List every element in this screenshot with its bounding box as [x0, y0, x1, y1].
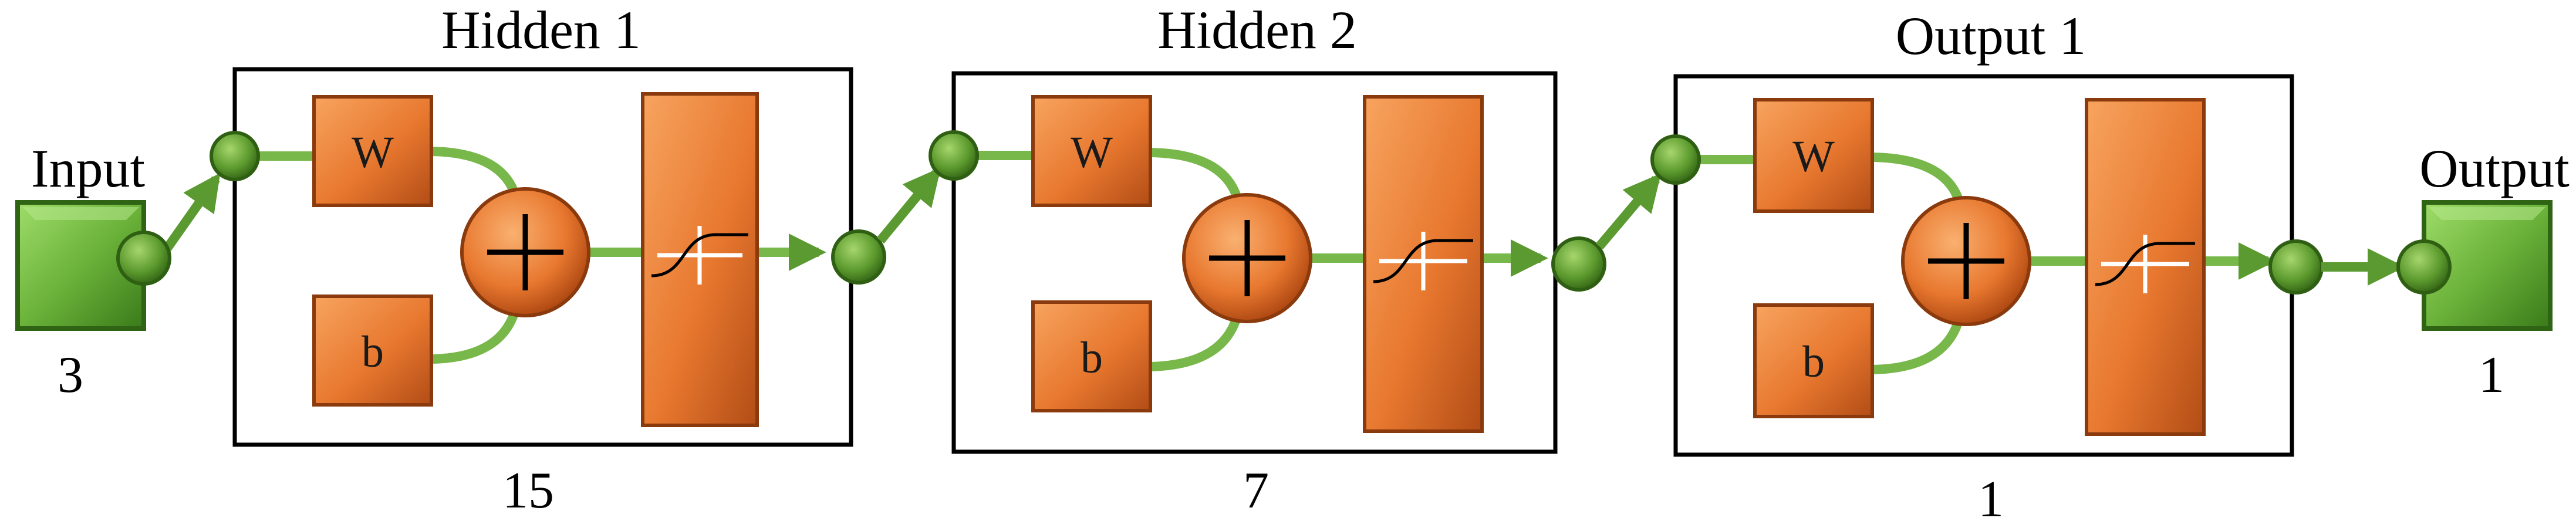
input-square-bevel [22, 207, 139, 220]
sum-icon [460, 187, 590, 317]
node-hidden-1-in [210, 131, 260, 181]
input-node [116, 231, 171, 286]
weight-box-hidden-1 [312, 95, 433, 207]
output-block: Output 1 [2396, 138, 2570, 404]
layer-size-hidden-2: 7 [1243, 462, 1269, 519]
layer-size-output-1: 1 [1978, 471, 2004, 528]
layer-title-hidden-2: Hidden 2 [1157, 0, 1357, 60]
output-size: 1 [2479, 347, 2504, 404]
arrow-1-2 [876, 167, 941, 244]
input-arrow [160, 172, 221, 255]
node-output-out [2268, 239, 2324, 295]
input-label: Input [31, 138, 146, 198]
bias-box-hidden-1 [312, 295, 433, 407]
arrow-2-3 [1595, 173, 1662, 250]
weight-box-hidden-2 [1031, 95, 1152, 207]
weight-label-output-1: W [1792, 132, 1835, 181]
output-node [2396, 239, 2452, 295]
tansig-transfer-icon [641, 92, 759, 427]
weight-label-hidden-2: W [1071, 128, 1113, 177]
bias-label-output-1: b [1802, 337, 1825, 387]
tansig-transfer-icon [2085, 98, 2206, 436]
bias-label-hidden-2: b [1081, 333, 1103, 383]
sum-icon [1182, 193, 1312, 323]
bias-label-hidden-1: b [362, 327, 384, 377]
layer-title-output-1: Output 1 [1896, 6, 2087, 66]
bias-box-hidden-2 [1031, 300, 1152, 412]
layer-output-1: Output 1 1 W b [1650, 6, 2294, 528]
node-output-1-in [1650, 134, 1701, 185]
tansig-transfer-icon [1363, 95, 1484, 433]
layer-size-hidden-1: 15 [502, 462, 554, 519]
output-label: Output [2419, 138, 2570, 198]
node-hidden-2-in [929, 130, 979, 181]
output-square-bevel [2429, 207, 2545, 220]
node-between-1-2 [831, 229, 886, 285]
layer-hidden-1: Hidden 1 15 W b [210, 0, 853, 519]
layer-title-hidden-1: Hidden 1 [441, 0, 641, 60]
weight-box-output-1 [1753, 98, 1874, 213]
sum-icon [1901, 196, 2031, 326]
node-between-2-3 [1551, 236, 1606, 292]
bias-box-output-1 [1753, 303, 1874, 418]
weight-label-hidden-1: W [352, 128, 394, 177]
input-size: 3 [58, 347, 83, 404]
layer-hidden-2: Hidden 2 7 W b [929, 0, 1558, 519]
